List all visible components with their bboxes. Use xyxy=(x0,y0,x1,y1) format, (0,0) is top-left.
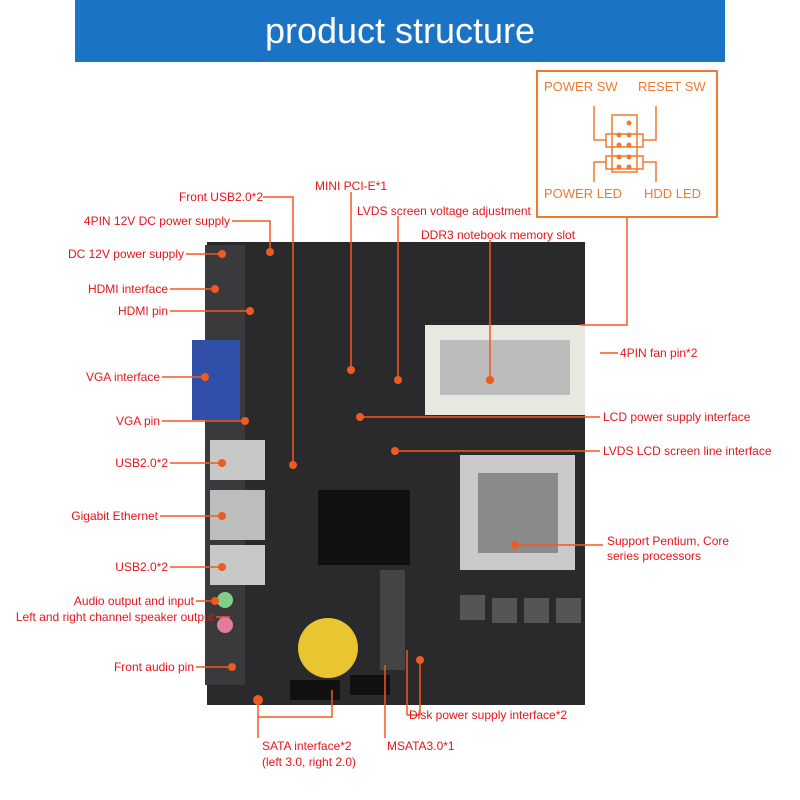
usb3-port xyxy=(210,545,265,585)
title-banner: product structure xyxy=(75,0,725,62)
label-4pin-dc: 4PIN 12V DC power supply xyxy=(83,214,230,228)
label-sata-1: SATA interface*2 xyxy=(262,739,352,753)
leader-dots xyxy=(201,248,519,705)
audio-jack xyxy=(217,617,233,633)
label-audio: Audio output and input xyxy=(73,594,194,608)
label-usb-1: USB2.0*2 xyxy=(115,456,168,470)
leader-lines xyxy=(160,192,628,738)
label-speaker: Left and right channel speaker output xyxy=(15,610,214,624)
label-msata: MSATA3.0*1 xyxy=(387,739,455,753)
hdd-led-label: HDD LED xyxy=(644,186,702,201)
label-dc12v: DC 12V power supply xyxy=(67,247,184,261)
label-lvds-voltage: LVDS screen voltage adjustment xyxy=(357,204,531,218)
label-ddr3: DDR3 notebook memory slot xyxy=(421,228,576,242)
label-front-audio: Front audio pin xyxy=(113,660,194,674)
label-fan: 4PIN fan pin*2 xyxy=(620,346,698,360)
audio-jack xyxy=(217,592,233,608)
label-disk-power: Disk power supply interface*2 xyxy=(409,708,568,722)
label-sata-2: (left 3.0, right 2.0) xyxy=(262,755,357,769)
memory-slot-inner xyxy=(440,340,570,395)
heatsink xyxy=(318,490,410,565)
msata-slot xyxy=(380,570,405,670)
power-sw-label: POWER SW xyxy=(544,79,618,94)
front-panel-pinout: POWER SW RESET SW POWER LED HDD LED xyxy=(536,70,718,218)
label-vga-interface: VGA interface xyxy=(85,370,160,384)
label-lcd-power: LCD power supply interface xyxy=(603,410,751,424)
vga-connector xyxy=(192,340,240,420)
page-title: product structure xyxy=(264,10,536,51)
label-cpu-1: Support Pentium, Core xyxy=(607,534,730,548)
front-panel-header-icon xyxy=(593,106,657,182)
label-cpu-2: series processors xyxy=(607,549,702,563)
label-lvds-line: LVDS LCD screen line interface xyxy=(603,444,772,458)
reset-sw-label: RESET SW xyxy=(638,79,706,94)
sata-port xyxy=(350,675,390,695)
cpu-socket-inner xyxy=(478,473,558,553)
label-usb-2: USB2.0*2 xyxy=(115,560,168,574)
label-front-usb: Front USB2.0*2 xyxy=(178,190,263,204)
label-hdmi-interface: HDMI interface xyxy=(87,282,168,296)
label-mini-pcie: MINI PCI-E*1 xyxy=(315,179,388,193)
label-ethernet: Gigabit Ethernet xyxy=(71,509,158,523)
label-hdmi-pin: HDMI pin xyxy=(117,304,168,318)
sata-port xyxy=(290,680,340,700)
power-led-label: POWER LED xyxy=(544,186,623,201)
usb-port xyxy=(210,440,265,480)
label-vga-pin: VGA pin xyxy=(115,414,160,428)
cmos-battery xyxy=(298,618,358,678)
